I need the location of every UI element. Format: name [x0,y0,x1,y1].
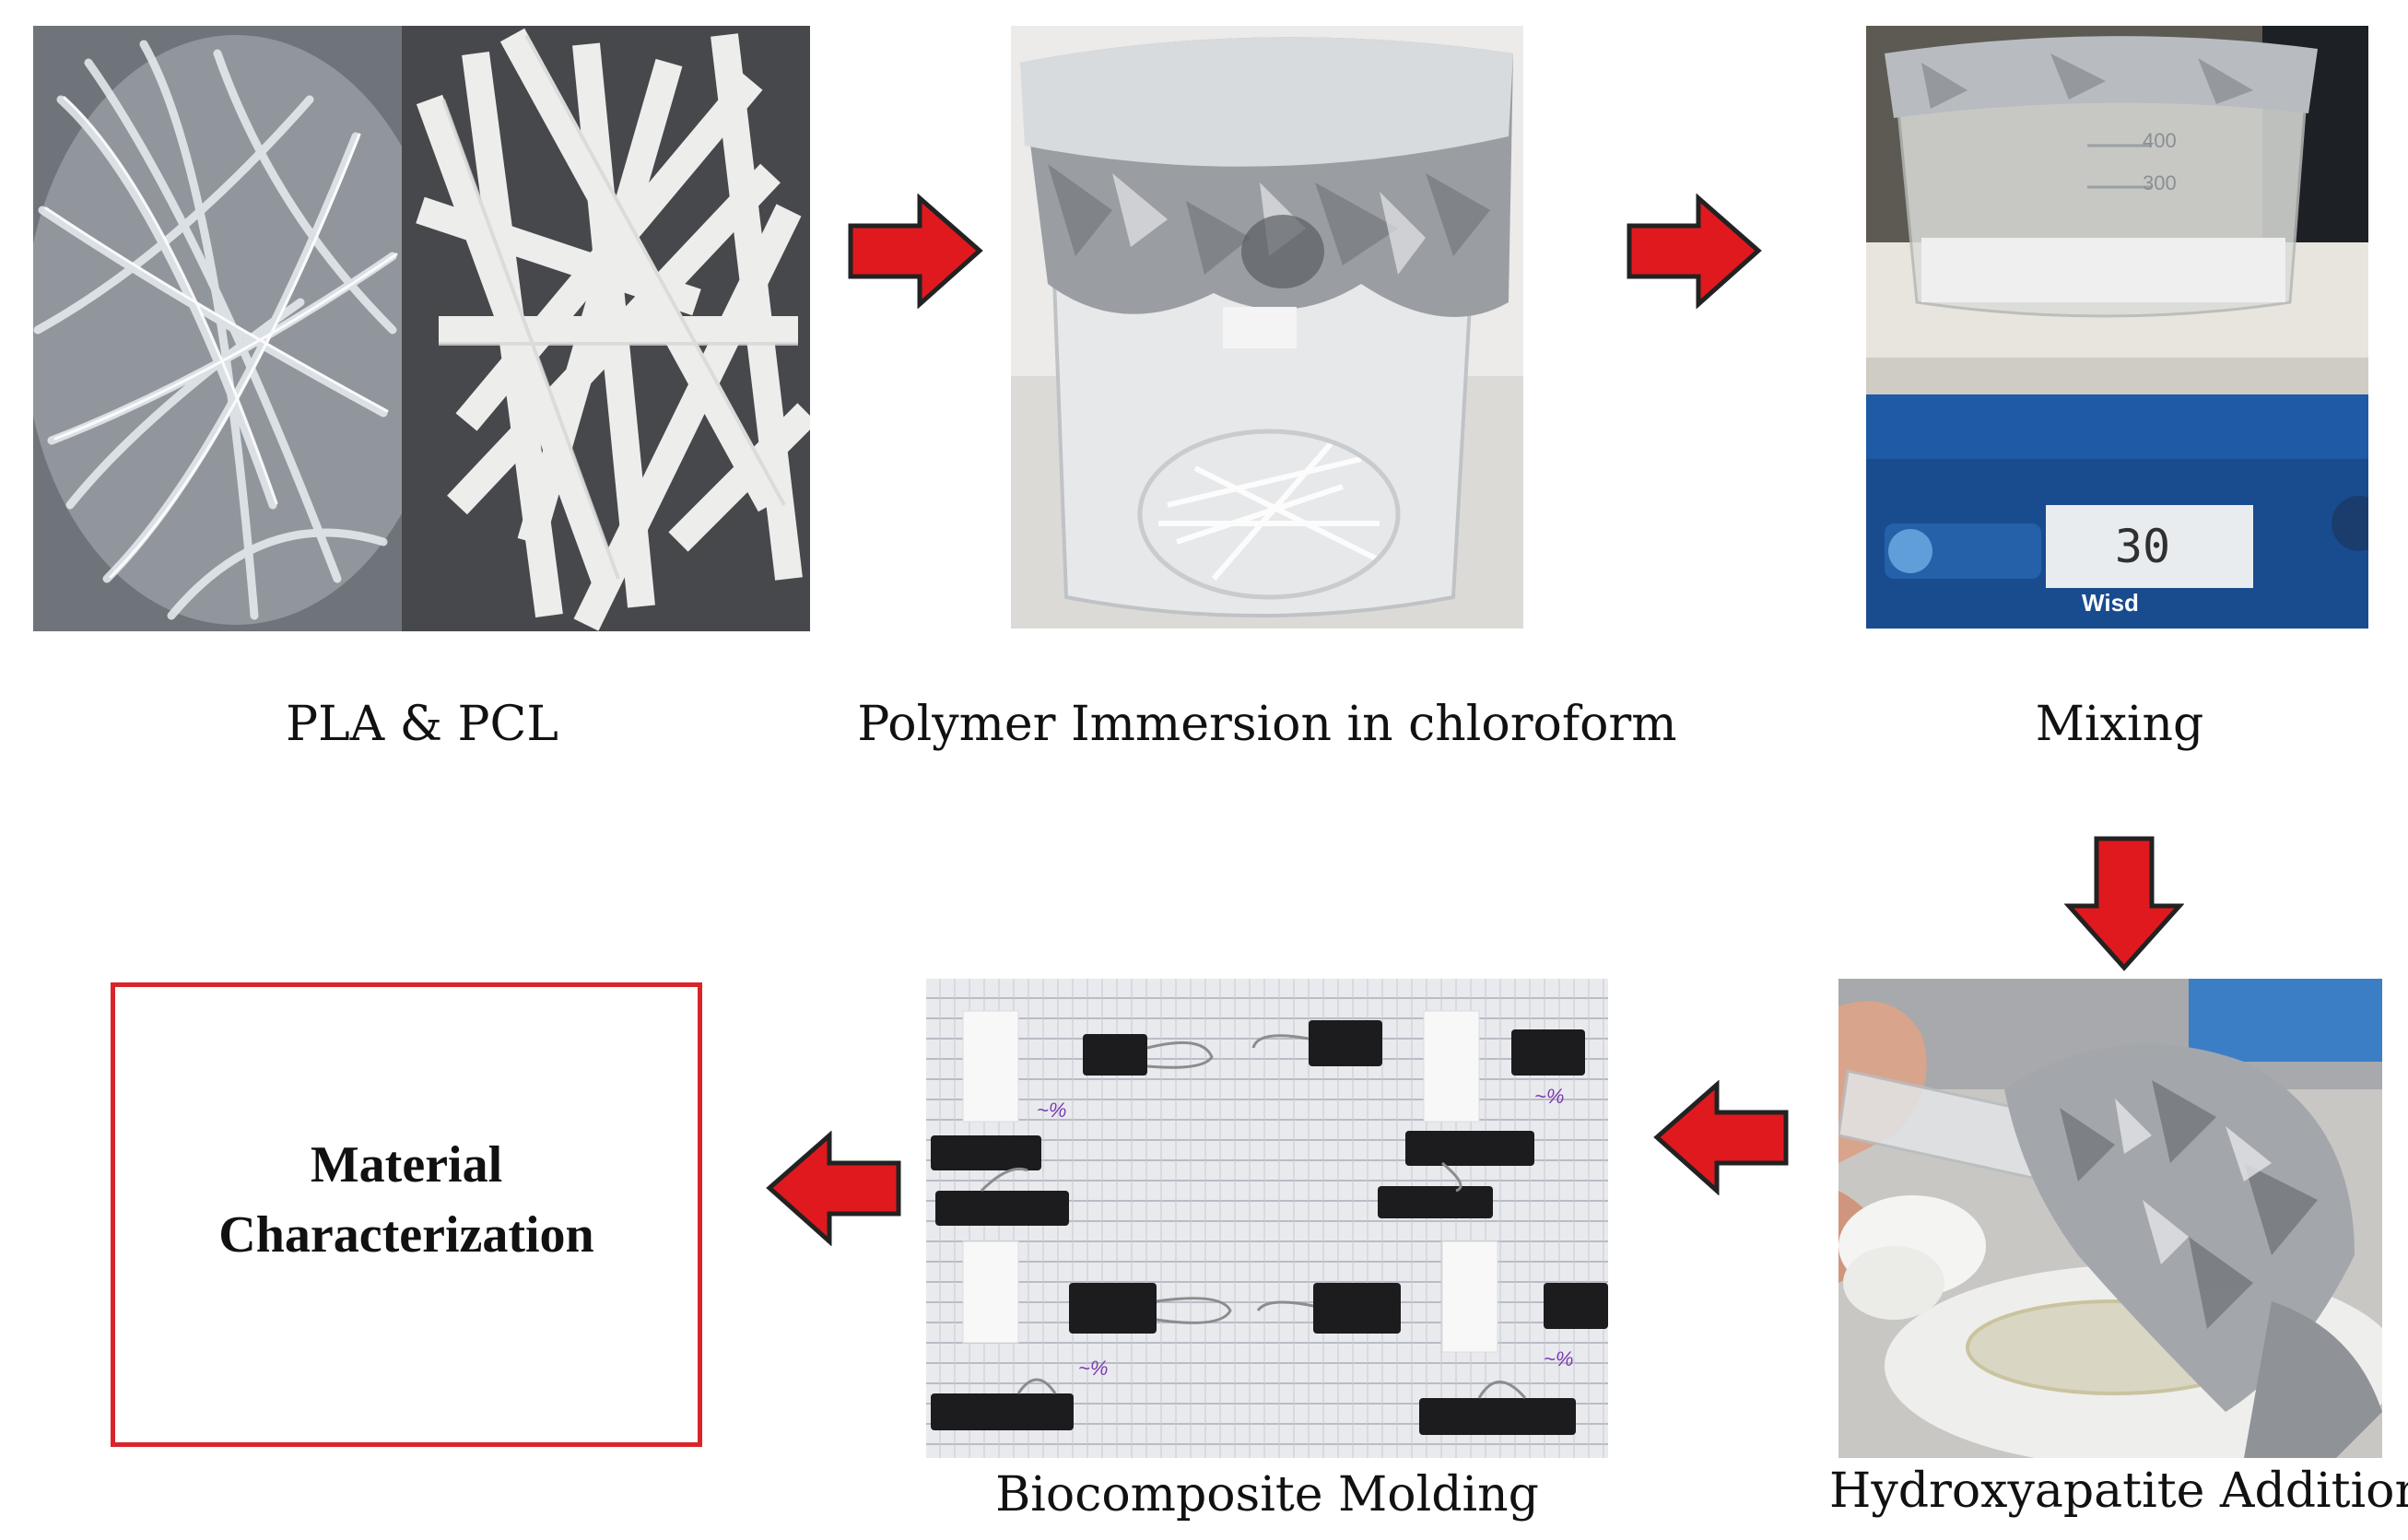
arrow-right-1 [846,194,984,309]
stirrer-display-value: 30 [2115,520,2170,573]
caption-hydroxyapatite: Hydroxyapatite Addition [1829,1464,2408,1519]
caption-pla-pcl: PLA & PCL [286,697,558,752]
svg-text:~%: ~% [1037,1099,1066,1122]
caption-immersion: Polymer Immersion in chloroform [857,697,1677,752]
arrow-down [2064,834,2184,972]
svg-text:~%: ~% [1534,1085,1564,1108]
svg-text:~%: ~% [1078,1357,1108,1380]
mixing-photo: 30 Wisd 400 300 [1866,26,2368,629]
svg-text:300: 300 [2143,171,2177,194]
stirrer-brand-label: Wisd [2082,589,2139,617]
characterization-line-2: Characterization [218,1206,594,1264]
caption-mixing: Mixing [2035,697,2204,752]
material-characterization-label: Material Characterization [115,1130,698,1270]
arrow-left-1 [1652,1080,1791,1195]
immersion-photo [1011,26,1523,629]
arrow-left-2 [765,1131,903,1246]
caption-molding: Biocomposite Molding [995,1467,1539,1522]
arrow-right-2 [1625,194,1763,309]
characterization-line-1: Material [310,1136,503,1193]
svg-text:~%: ~% [1544,1347,1573,1370]
molding-photo: ~% ~% ~% ~% [926,979,1608,1458]
svg-text:400: 400 [2143,129,2177,152]
material-characterization-box: Material Characterization [111,982,702,1447]
hydroxyapatite-photo [1838,979,2382,1458]
pla-pcl-photo [33,26,810,631]
